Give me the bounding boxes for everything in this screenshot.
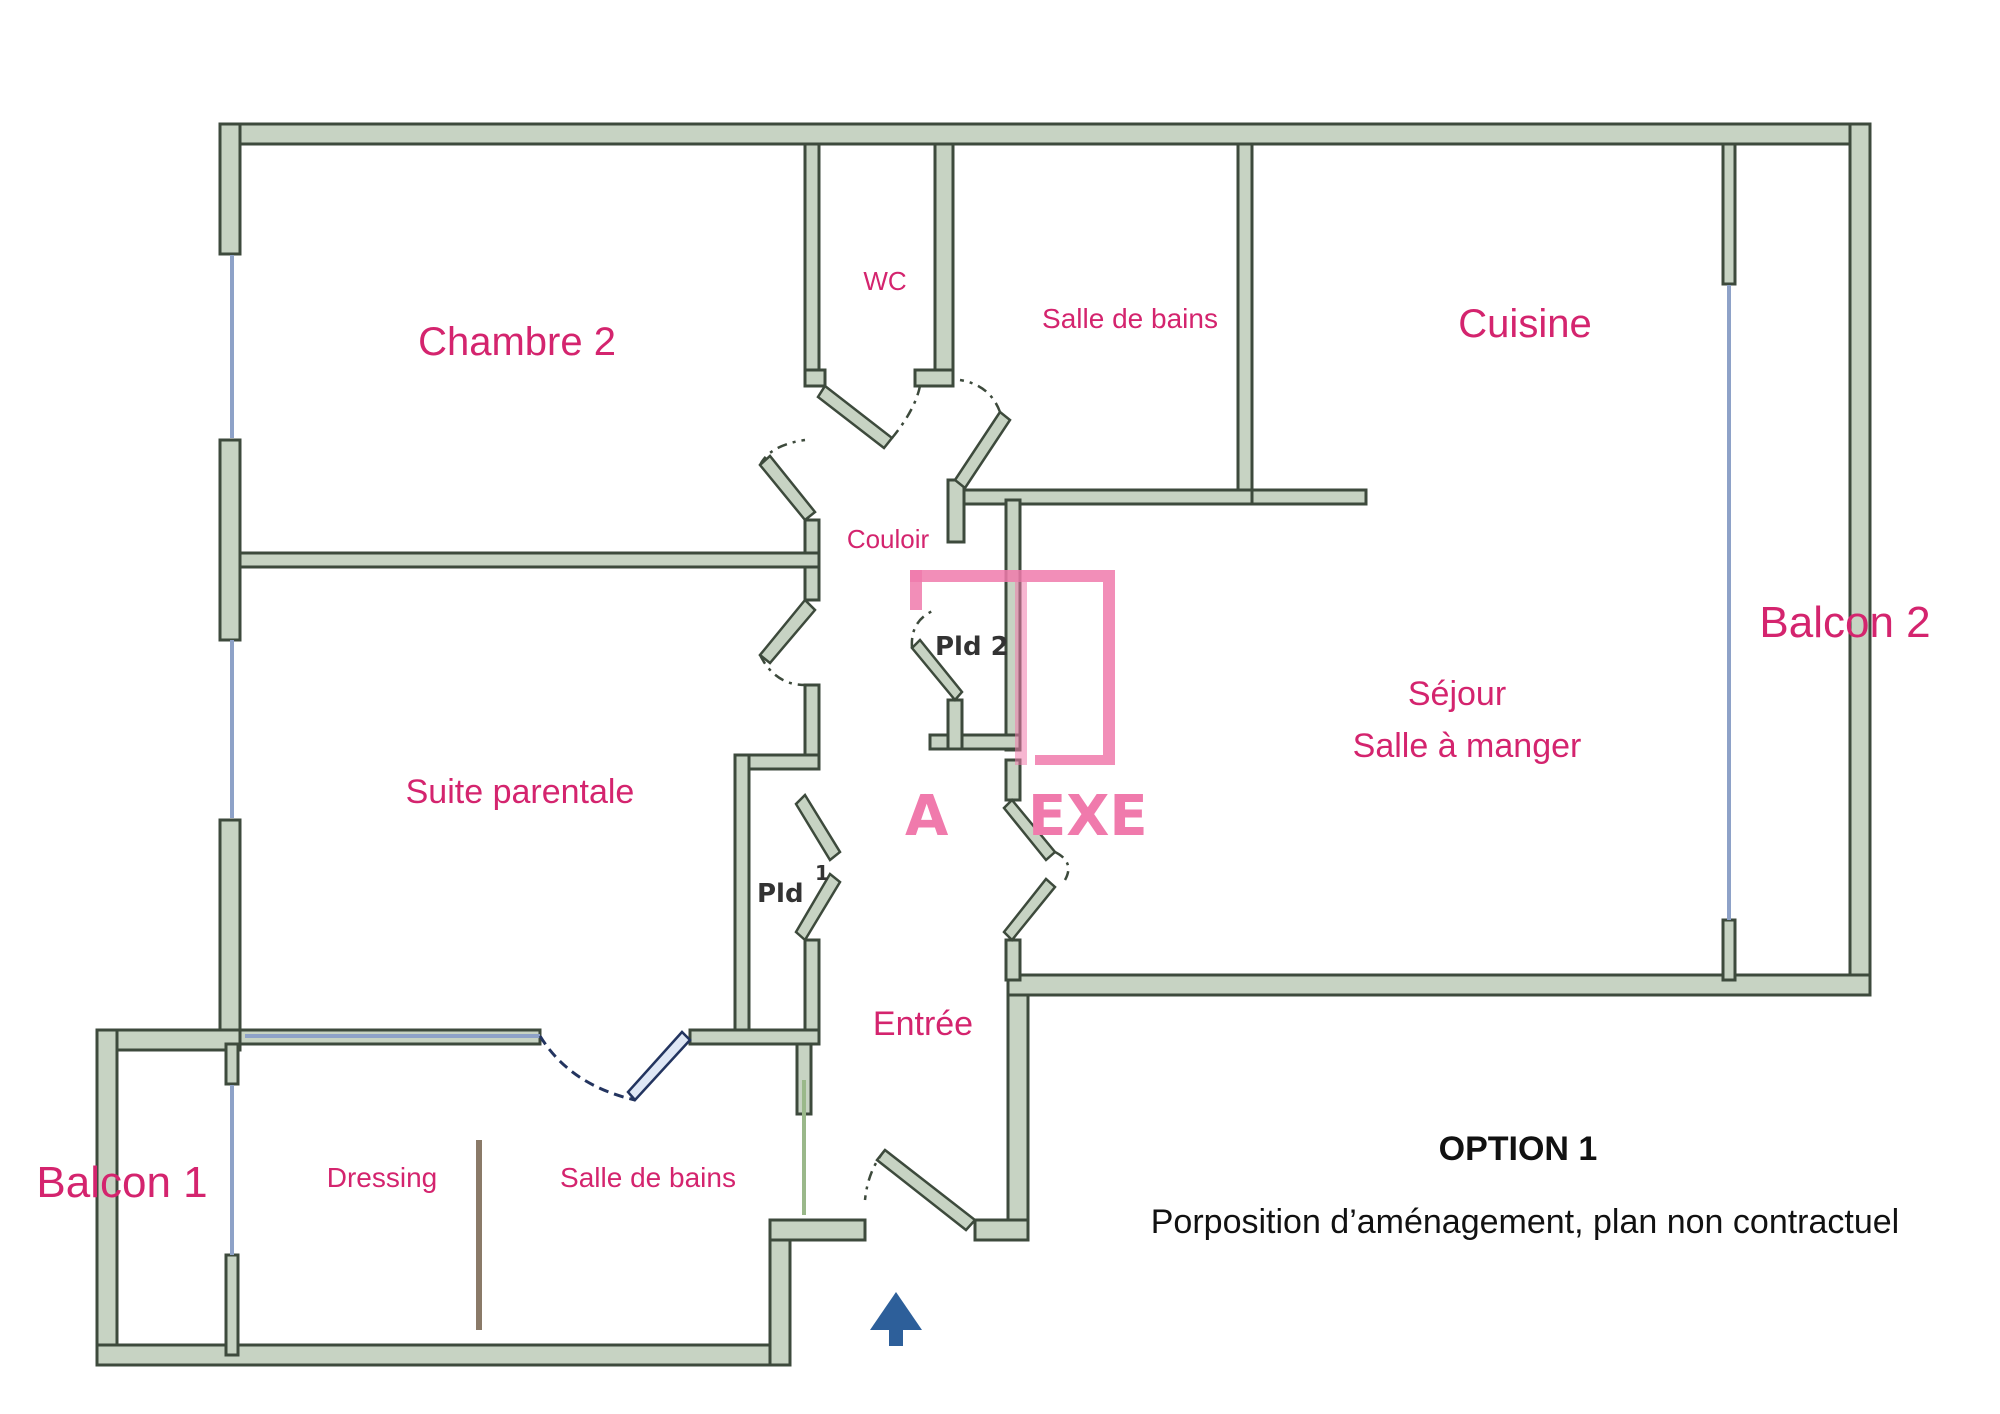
logo-letters-exe: EXE (1028, 784, 1148, 849)
wall-sdb-left-stub (946, 478, 966, 544)
arrow-up-icon (870, 1292, 922, 1346)
wall-left-upper (218, 122, 242, 256)
door-placard2 (910, 638, 964, 702)
wall-placard-left (733, 753, 751, 1042)
label-chambre2: Chambre 2 (418, 320, 616, 364)
logo-frame-left (910, 570, 922, 610)
wall-entry-right-stub (973, 1218, 1030, 1242)
room-labels: Chambre 2 WC Salle de bains Cuisine Coul… (36, 266, 1930, 1207)
label-cuisine: Cuisine (1458, 302, 1591, 346)
label-suite-parentale: Suite parentale (406, 773, 635, 811)
wall-left-mid-a (218, 438, 242, 642)
wall-left-mid-b (218, 818, 242, 1037)
wall-balcon2-inner-a (1721, 142, 1737, 286)
doors (538, 378, 1070, 1232)
wall-bottom-step-h (768, 1218, 867, 1242)
door-placard-b (794, 872, 842, 942)
label-salle-a-manger: Salle à manger (1353, 727, 1582, 765)
plan-stamps: Pld 2 Pld 1 (757, 632, 1009, 909)
wall-balcon1-right-b (224, 1253, 240, 1357)
wall-cuisine-bottom (1236, 488, 1368, 506)
logo-watermark: A EXE (905, 570, 1148, 849)
wall-sejour-left-b (1004, 938, 1022, 982)
wall-suite-bottom-b (688, 1028, 821, 1046)
label-balcon1: Balcon 1 (36, 1158, 207, 1207)
wall-top (218, 122, 1872, 146)
label-balcon2: Balcon 2 (1759, 598, 1930, 647)
swing-sejour (1054, 850, 1070, 881)
caption: OPTION 1 Porposition d’aménagement, plan… (1151, 1130, 1899, 1241)
wall-wc-left-stub (803, 368, 827, 388)
stamp-pld-small: 1 (815, 861, 829, 885)
label-salle-de-bains-top: Salle de bains (1042, 303, 1218, 334)
door-suite-top (758, 598, 817, 665)
wall-bottom-step-v (768, 1218, 792, 1367)
door-sejour-a (1002, 798, 1057, 862)
door-entry (875, 1148, 977, 1232)
door-chambre2 (758, 454, 817, 522)
arrow-up-shaft (889, 1328, 903, 1346)
door-placard (794, 792, 842, 862)
wall-entry-right-v (1006, 973, 1030, 1242)
label-dressing: Dressing (327, 1162, 437, 1193)
label-salle-de-bains-bottom: Salle de bains (560, 1162, 736, 1193)
caption-title: OPTION 1 (1439, 1130, 1598, 1168)
swing-chambre2 (758, 438, 806, 466)
wall-balcon2-inner-b (1721, 918, 1737, 982)
wall-right (1848, 122, 1872, 996)
label-sejour: Séjour (1408, 675, 1506, 713)
wall-balcon1-right-a (224, 1042, 240, 1086)
wall-wc-right (933, 142, 955, 381)
wall-placard2-left-stub (946, 698, 964, 751)
wall-chambre2-right-a (803, 142, 821, 376)
wall-sejour-left-a (1004, 758, 1022, 802)
swing-placard2 (910, 608, 936, 649)
label-entree: Entrée (873, 1005, 973, 1043)
wall-placard2-bottom (928, 733, 1022, 751)
swing-suite-top (758, 654, 806, 687)
wall-sejour-bottom (1006, 973, 1872, 997)
wall-chambre2-bottom (238, 551, 821, 569)
label-wc: WC (863, 266, 906, 296)
dressing-partition (476, 1140, 482, 1330)
stamp-pld2: Pld 2 (935, 632, 1009, 662)
stamp-pld: Pld (757, 879, 804, 909)
wall-sdb-bottom (953, 488, 1254, 506)
door-wc (816, 384, 894, 450)
wall-placard-right-b (803, 938, 821, 1042)
wall-sdb-cuisine (1236, 142, 1254, 501)
swing-sdb-bottom (538, 1035, 636, 1102)
walls (95, 122, 1872, 1367)
windows (230, 255, 1731, 1255)
door-sdb-top (953, 410, 1012, 490)
swing-sdb-top (959, 378, 1002, 413)
wall-bottom-left (95, 1343, 789, 1367)
logo-letter-a: A (905, 784, 949, 849)
swing-entry (863, 1149, 886, 1201)
label-couloir: Couloir (847, 524, 930, 554)
arrow-up-head (870, 1292, 922, 1330)
door-sejour-b (1002, 877, 1057, 942)
caption-subtitle: Porposition d’aménagement, plan non cont… (1151, 1203, 1899, 1241)
door-sdb-bottom (626, 1030, 692, 1102)
swing-wc (891, 385, 922, 439)
wall-wc-bottom-stub (913, 368, 955, 388)
logo-frame-bar (1015, 582, 1027, 765)
wall-suite-right-a (803, 683, 821, 757)
